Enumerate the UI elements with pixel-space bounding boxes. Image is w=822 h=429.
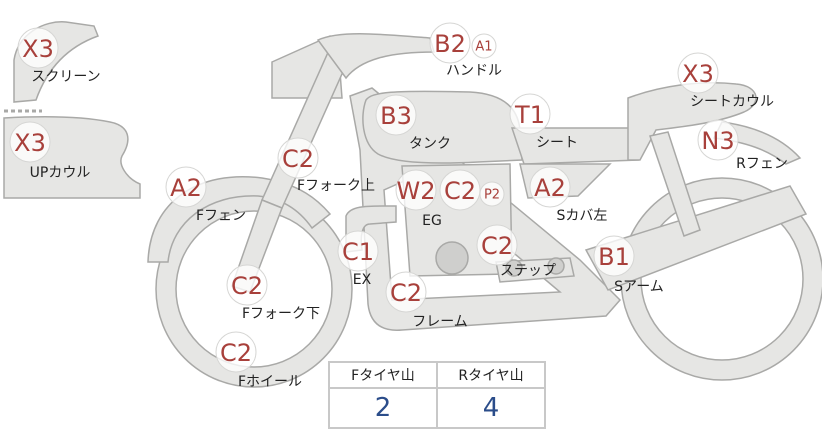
rear-subframe [649, 131, 701, 237]
part-badge-circle [215, 331, 257, 373]
part-label: ハンドル [446, 63, 502, 79]
part-label: EX [353, 272, 372, 288]
part-label: Sカバ左 [557, 208, 608, 224]
part-condition-code: C2 [220, 339, 252, 367]
part-condition-code: A2 [534, 174, 566, 202]
part-label: フレーム [412, 314, 468, 330]
part-label: ステップ [500, 263, 556, 279]
part-condition-code: B1 [598, 243, 630, 271]
part-label: UPカウル [30, 165, 91, 181]
part-badge-circle [9, 121, 51, 163]
part-label: EG [422, 213, 442, 229]
part-badge-circle [277, 137, 319, 179]
part-condition-code: B3 [380, 102, 412, 130]
tire-tread-value-row: 2 4 [328, 387, 546, 429]
parts-badges: X3スクリーンX3UPカウルA2FフェンC2Fフォーク上C2Fフォーク下C2Fホ… [9, 22, 788, 390]
part-badge-circle [479, 181, 505, 207]
part-label: Fフェン [196, 208, 246, 224]
part-condition-code: C1 [342, 238, 374, 266]
part-condition-code: A1 [475, 40, 492, 55]
part-condition-code: X3 [22, 35, 54, 63]
part-label: Fフォーク上 [297, 178, 375, 194]
part-badge-circle [337, 230, 379, 272]
part-condition-code: P2 [484, 188, 500, 203]
engine-cover [435, 241, 469, 275]
part-badge-circle [165, 166, 207, 208]
part-condition-code: X3 [682, 60, 714, 88]
part-badge-circle [677, 52, 719, 94]
part-condition-code: X3 [14, 129, 46, 157]
part-condition-code: C2 [282, 145, 314, 173]
part-badge-circle [529, 166, 571, 208]
step-peg [547, 257, 565, 275]
part-badge-circle [439, 169, 481, 211]
part-badge-circle [385, 271, 427, 313]
part-condition-code: B2 [434, 30, 466, 58]
part-condition-code: T1 [514, 101, 545, 129]
part-badge-circle [509, 93, 551, 135]
part-label: Fフォーク下 [242, 306, 320, 322]
part-label: Sアーム [614, 279, 664, 295]
part-condition-code: N3 [701, 127, 734, 155]
front-tire-tread-header: Fタイヤ山 [328, 361, 438, 389]
part-condition-code: C2 [231, 272, 263, 300]
part-badge-circle [593, 235, 635, 277]
part-label: シート [536, 135, 578, 151]
part-condition-code: C2 [481, 232, 513, 260]
part-badge-circle [697, 119, 739, 161]
step-peg [505, 259, 523, 277]
tire-tread-table: Fタイヤ山 Rタイヤ山 2 4 [328, 361, 546, 429]
part-condition-code: W2 [397, 177, 436, 205]
part-label: Fホイール [238, 374, 302, 390]
part-condition-code: A2 [170, 174, 202, 202]
part-badge-circle [375, 94, 417, 136]
part-label: Rフェン [736, 156, 788, 172]
part-badge-circle [395, 169, 437, 211]
part-badge-circle [476, 224, 518, 266]
part-badge-circle [226, 264, 268, 306]
part-label: タンク [409, 136, 451, 152]
front-tire-tread-value: 2 [328, 387, 438, 429]
part-badge-circle [471, 33, 497, 59]
rear-tire-tread-header: Rタイヤ山 [436, 361, 546, 389]
tire-tread-header-row: Fタイヤ山 Rタイヤ山 [328, 361, 546, 389]
rear-tire-tread-value: 4 [436, 387, 546, 429]
part-condition-code: C2 [444, 177, 476, 205]
seat-cowl-part [627, 82, 757, 161]
part-label: シートカウル [690, 94, 774, 110]
part-badge-circle [429, 22, 471, 64]
part-badge-circle [17, 27, 59, 69]
part-label: スクリーン [31, 69, 100, 85]
swing-arm-part [584, 185, 808, 291]
part-condition-code: C2 [390, 279, 422, 307]
